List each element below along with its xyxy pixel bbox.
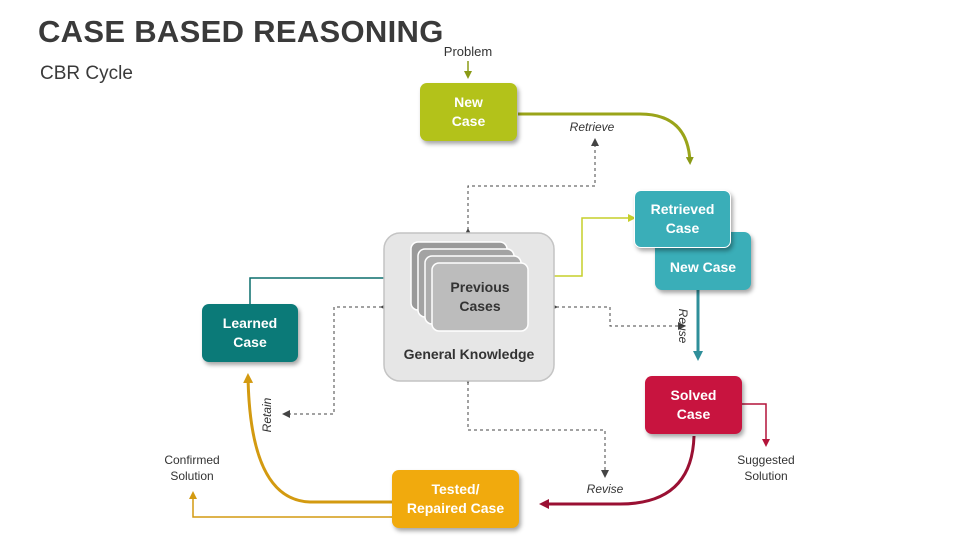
confirmed-solution-label: Confirmed Solution [164,453,220,483]
page-subtitle: CBR Cycle [40,63,133,84]
general-knowledge-label: General Knowledge [403,346,535,362]
suggested-solution-label: Suggested Solution [737,453,795,483]
page-title: CASE BASED REASONING [38,14,444,49]
suggested-solution-arrow [742,403,770,447]
retrieve-label: Retrieve [569,120,615,134]
new-case-node: New Case [420,83,517,141]
retrieved-case-node: Retrieved Case [634,190,731,248]
learned-case-node: Learned Case [202,304,298,362]
reuse-label: Reuse [676,308,690,344]
revise-arrow [539,435,696,509]
problem-label: Problem [443,44,493,59]
knowledge-revise-dashed [464,376,609,478]
previous-cases-label: Previous Cases [450,279,510,314]
previous-cases-stack-front [431,262,529,332]
knowledge-reuse-dashed [550,303,686,330]
learned-to-previous-arrow [249,274,412,304]
confirmed-solution-arrow [189,491,392,518]
knowledge-retrieve-dashed [464,138,599,236]
retrieve-arrow [518,112,694,165]
tested-repaired-case-node: Tested/ Repaired Case [392,470,519,528]
retain-label: Retain [260,397,274,433]
retain-arrow [243,373,392,504]
revise-label: Revise [586,482,624,496]
knowledge-retain-dashed [282,303,388,418]
solved-case-node: Solved Case [645,376,742,434]
